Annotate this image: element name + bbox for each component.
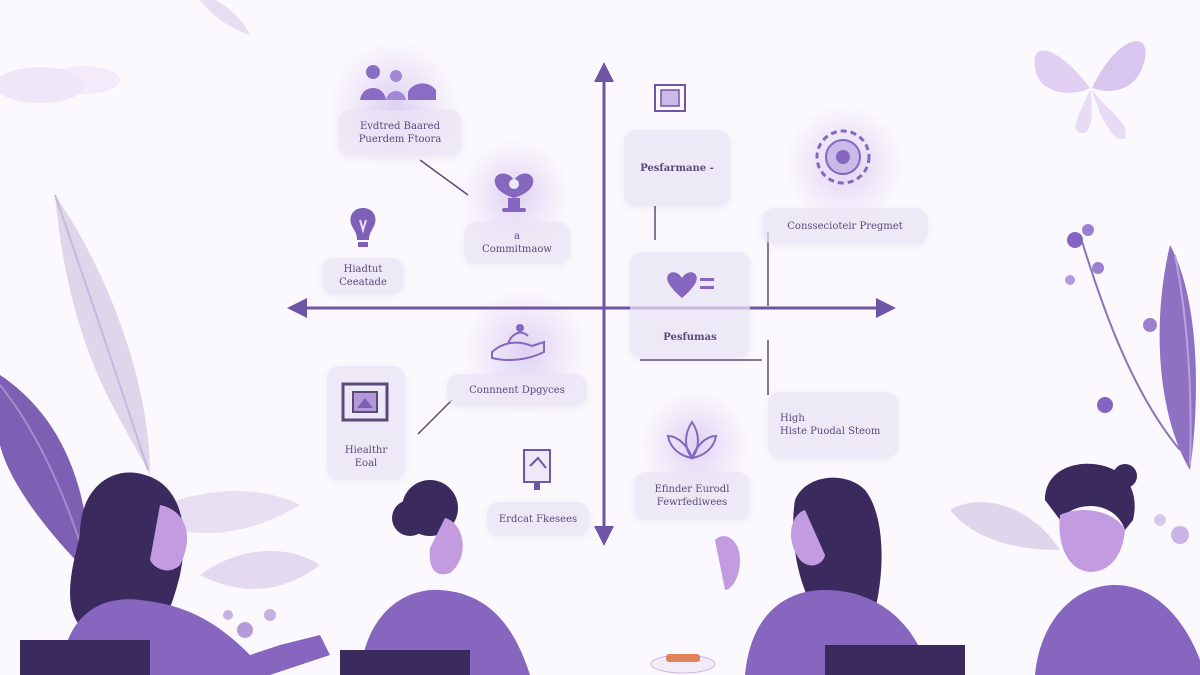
left-foliage xyxy=(0,194,320,638)
label-card-commitment: a Commitmaow xyxy=(464,222,570,264)
label-card-frame: Hiealthr Eoal xyxy=(327,366,405,480)
card-text: Hiealthr xyxy=(344,445,388,456)
leaf-decoration-top xyxy=(200,0,250,35)
card-text: Commitmaow xyxy=(482,244,552,255)
label-card-bottom-center-left: Erdcat Fkesees xyxy=(487,502,589,536)
person-right-man xyxy=(1035,463,1200,675)
card-text: Connnent Dpgyces xyxy=(469,384,565,396)
card-text: Hiadtut xyxy=(343,264,383,275)
people-icon xyxy=(360,65,436,100)
card-text: Ceeatade xyxy=(339,277,387,288)
card-text: Conssecioteir Pregmet xyxy=(787,220,903,232)
card-text: Erdcat Fkesees xyxy=(498,513,578,525)
label-card-right-bottom: High Histe Puodal Steom xyxy=(768,392,898,458)
card-text: Efinder Eurodl xyxy=(654,484,730,495)
butterfly-decoration xyxy=(1034,41,1146,140)
lightbulb-icon xyxy=(350,208,376,247)
label-card-center-right: Pesfumas xyxy=(630,252,750,358)
heart-head-icon xyxy=(494,173,534,212)
label-card-bottom-center-right: Efinder Eurodl Fewrfediwees xyxy=(634,472,750,520)
card-text: a xyxy=(514,231,520,242)
lotus-icon xyxy=(666,420,718,460)
cloud-decoration xyxy=(0,66,120,103)
right-foliage xyxy=(1065,224,1196,544)
card-text: Histe Puodal Steom xyxy=(780,426,881,437)
person-center-right xyxy=(715,477,965,675)
right-ground-leaves xyxy=(950,502,1060,550)
card-text: Eoal xyxy=(354,458,378,469)
document-icon xyxy=(523,449,551,490)
hands-icon xyxy=(491,324,545,361)
square-badge-icon xyxy=(654,84,686,112)
label-card-left: Hiadtut Ceeatade xyxy=(322,258,404,294)
picture-frame-icon xyxy=(341,382,389,422)
card-text: Pesfarmane - xyxy=(640,162,714,174)
card-text: High xyxy=(780,413,805,424)
card-text: Evdtred Baared xyxy=(359,121,441,132)
label-card-right-top: Conssecioteir Pregmet xyxy=(762,208,928,244)
person-center-left xyxy=(340,480,530,675)
label-card-top-left: Evdtred Baared Puerdem Ftoora xyxy=(338,110,462,156)
card-text: Fewrfediwees xyxy=(656,497,728,508)
heart-chat-icon xyxy=(667,272,714,298)
card-text: Puerdem Ftoora xyxy=(358,134,442,145)
gear-icon xyxy=(815,129,871,185)
label-card-connect: Connnent Dpgyces xyxy=(447,374,587,406)
card-text: Pesfumas xyxy=(663,332,717,343)
label-card-performance: Pesfarmane - xyxy=(624,130,730,206)
person-left-woman xyxy=(20,472,330,675)
table-plate xyxy=(650,654,716,674)
